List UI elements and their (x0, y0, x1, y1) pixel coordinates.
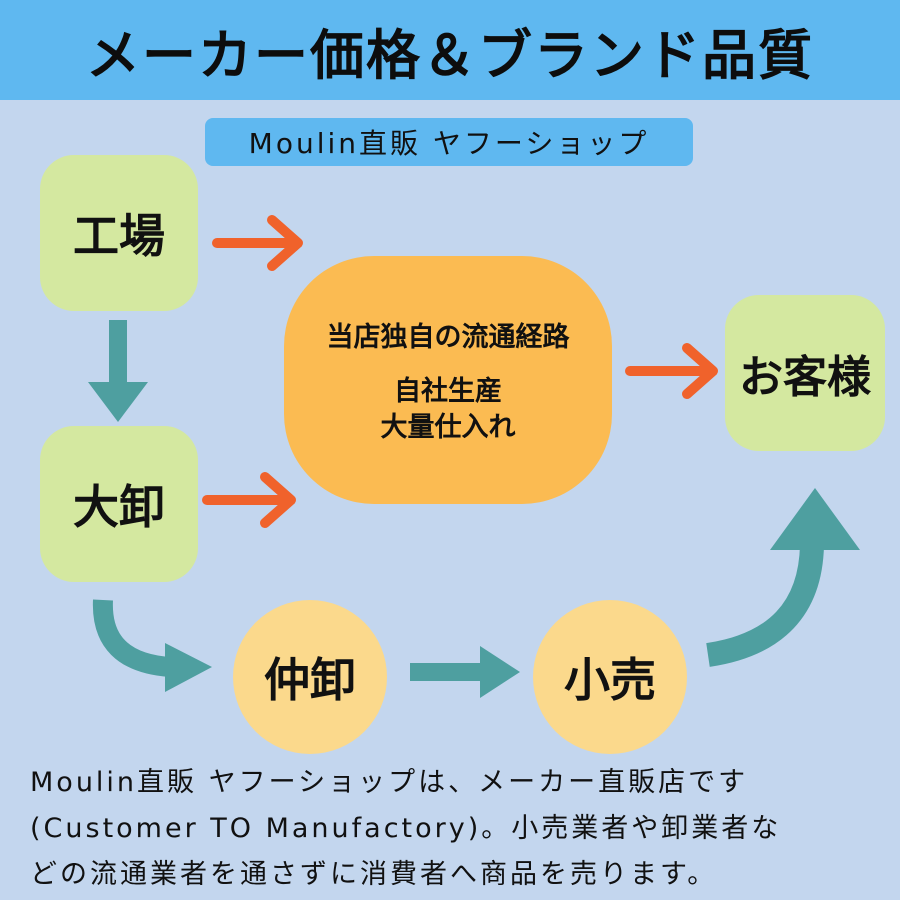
node-retail-label: 小売 (564, 653, 656, 707)
node-retail: 小売 (533, 600, 687, 754)
arrow-wholesaler-to-middle (92, 599, 212, 692)
node-wholesaler-label: 大卸 (73, 480, 165, 534)
arrow-middle-to-retail (410, 646, 520, 698)
arrow-retail-to-customer (706, 488, 860, 667)
node-customer-label: お客様 (739, 352, 871, 403)
arrow-factory-to-wholesaler (88, 320, 148, 422)
node-factory: 工場 (40, 155, 198, 311)
node-middle-wholesaler: 仲卸 (233, 600, 387, 754)
description-line-1: Moulin直販 ヤフーショップは、メーカー直販店です (30, 767, 749, 798)
header-banner: メーカー価格＆ブランド品質 (0, 0, 900, 100)
page-title: メーカー価格＆ブランド品質 (86, 23, 814, 87)
node-own-channel: 当店独自の流通経路 自社生産 大量仕入れ (284, 256, 612, 504)
node-customer: お客様 (725, 295, 885, 451)
center-line-1: 自社生産 (394, 375, 502, 407)
center-line-2: 大量仕入れ (380, 411, 516, 443)
node-wholesaler: 大卸 (40, 426, 198, 582)
arrow-center-to-customer (625, 343, 718, 399)
arrow-wholesaler-to-center (202, 472, 296, 528)
arrow-factory-to-center (212, 215, 303, 271)
shop-label: Moulin直販 ヤフーショップ (205, 118, 693, 166)
center-title: 当店独自の流通経路 (326, 321, 570, 353)
node-factory-label: 工場 (73, 209, 165, 263)
description-line-3: どの流通業者を通さずに消費者へ商品を売ります。 (30, 859, 718, 890)
description: Moulin直販 ヤフーショップは、メーカー直販店です (Customer TO… (30, 760, 880, 898)
node-middle-wholesaler-label: 仲卸 (264, 653, 356, 707)
description-line-2: (Customer TO Manufactory)。小売業者や卸業者な (30, 813, 782, 844)
